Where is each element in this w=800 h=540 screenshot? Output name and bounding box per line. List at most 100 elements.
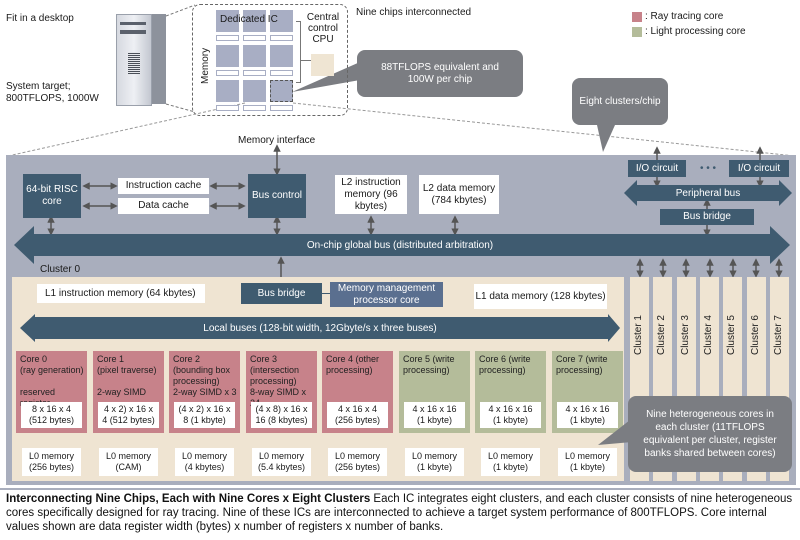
core-3: Core 3 (intersection processing) 8-way S… [246, 351, 317, 433]
central-cpu-label: Central control CPU [306, 12, 340, 45]
memory-bar [270, 35, 293, 41]
guide-line-top [165, 4, 196, 17]
memory-bar [243, 105, 266, 111]
legend-label: : Light processing core [645, 25, 746, 37]
core-7: Core 7 (write processing) 4 x 16 x 16 (1 … [552, 351, 623, 433]
l2-instruction-box: L2 instruction memory (96 kbytes) [335, 175, 407, 214]
l1-instruction-box: L1 instruction memory (64 kbytes) [37, 284, 205, 303]
memory-bar [270, 70, 293, 76]
cpu-connector [296, 21, 301, 83]
core-register-value: 4 x 16 x 16 (1 kbyte) [480, 402, 541, 428]
local-bus-label: Local buses (128-bit width, 12Gbyte/s x … [203, 322, 437, 334]
central-cpu-box [311, 54, 334, 76]
core-register-value: (4 x 8) x 16 x 16 (8 kbytes) [251, 402, 312, 428]
bus-control-box: Bus control [248, 174, 306, 218]
ic-grid [216, 10, 296, 112]
desktop-tower-icon [116, 14, 166, 106]
core-2: Core 2 (bounding box processing) 2-way S… [169, 351, 240, 433]
cluster0-label: Cluster 0 [40, 264, 81, 275]
memory-interface-label: Memory interface [238, 135, 316, 146]
instruction-cache-box: Instruction cache [118, 178, 209, 194]
peripheral-bus-label: Peripheral bus [675, 187, 741, 199]
ic-chip [243, 80, 266, 102]
core-title: Core 2 (bounding box processing) 2-way S… [173, 354, 237, 397]
core-6: Core 6 (write processing)4 x 16 x 16 (1 … [475, 351, 546, 433]
core-register-value: 8 x 16 x 4 (512 bytes) [21, 402, 82, 428]
l0-memory-box: L0 memory (4 kbytes) [175, 448, 234, 476]
data-cache-box: Data cache [118, 198, 209, 214]
caption-title: Interconnecting Nine Chips, Each with Ni… [6, 493, 371, 505]
core-title: Core 4 (other processing) [326, 354, 380, 375]
core-register-value: 4 x 16 x 16 (1 kbyte) [557, 402, 618, 428]
io-circuit-2: I/O circuit [729, 160, 789, 177]
ic-chip [216, 45, 239, 67]
bus-bridge-cluster: Bus bridge [241, 283, 322, 304]
l0-memory-box: L0 memory (256 bytes) [22, 448, 81, 476]
system-target-label: System target; 800TFLOPS, 1000W [6, 81, 99, 105]
dedicated-ic-label: Dedicated IC [220, 14, 278, 25]
risc-core-box: 64-bit RISC core [23, 174, 81, 218]
ic-chip [243, 10, 266, 32]
l0-memory-box: L0 memory (256 bytes) [328, 448, 387, 476]
chip-guide-left [7, 102, 246, 157]
legend-label: : Ray tracing core [645, 10, 724, 22]
local-bus-arrow [20, 314, 620, 342]
figure-caption: Interconnecting Nine Chips, Each with Ni… [6, 492, 796, 534]
ic-chip-highlighted [270, 80, 293, 102]
l0-memory-box: L0 memory (1 kbyte) [481, 448, 540, 476]
memory-bar [216, 105, 239, 111]
core-title: Core 5 (write processing) [403, 354, 455, 375]
l0-memory-box: L0 memory (1 kbyte) [558, 448, 617, 476]
global-bus-arrow [14, 226, 790, 264]
nine-chips-label: Nine chips interconnected [356, 7, 472, 18]
ray-swatch-icon [632, 11, 642, 22]
core-title: Core 1 (pixel traverse) 2-way SIMD [97, 354, 157, 397]
ic-chip [270, 45, 293, 67]
legend-item-ray: : Ray tracing core [632, 9, 746, 24]
light-swatch-icon [632, 26, 642, 37]
peripheral-bus-arrow [624, 180, 792, 206]
memory-bar [216, 70, 239, 76]
l1-data-box: L1 data memory (128 kbytes) [474, 284, 607, 309]
core-register-value: 4 x 16 x 16 (1 kbyte) [404, 402, 465, 428]
global-bus-label: On-chip global bus (distributed arbitrat… [306, 239, 494, 251]
core-title: Core 7 (write processing) [556, 354, 608, 375]
bus-bridge-top: Bus bridge [660, 209, 754, 225]
clusters-callout-pointer [597, 125, 615, 152]
nine-chip-group [192, 4, 348, 116]
l2-data-box: L2 data memory (784 kbytes) [419, 175, 499, 214]
core-register-value: 4 x 2) x 16 x 4 (512 bytes) [98, 402, 159, 428]
ic-chip [270, 10, 293, 32]
memory-bar [270, 105, 293, 111]
ic-chip [216, 10, 239, 32]
zoom-guide-lines [7, 4, 796, 157]
memory-bar [243, 35, 266, 41]
cpu-connector-h [300, 60, 312, 61]
l0-memory-box: L0 memory (CAM) [99, 448, 158, 476]
l0-memory-box: L0 memory (1 kbyte) [405, 448, 464, 476]
chip-callout-pointer [292, 62, 360, 92]
core-4: Core 4 (other processing)4 x 16 x 4 (256… [322, 351, 393, 433]
clusters-callout: Eight clusters/chip [572, 78, 668, 125]
ic-chip [243, 45, 266, 67]
ic-chip [216, 80, 239, 102]
bridge-mmu-link [322, 293, 330, 294]
cores-callout: Nine heterogeneous cores in each cluster… [628, 396, 792, 472]
legend: : Ray tracing core : Light processing co… [632, 9, 746, 39]
io-circuit-1: I/O circuit [628, 160, 686, 177]
legend-item-light: : Light processing core [632, 24, 746, 39]
core-1: Core 1 (pixel traverse) 2-way SIMD 4 x 2)… [93, 351, 164, 433]
memory-bar [243, 70, 266, 76]
caption-rule [0, 488, 800, 490]
core-5: Core 5 (write processing) 4 x 16 x 16 (1 … [399, 351, 470, 433]
chip-callout: 88TFLOPS equivalent and 100W per chip [357, 50, 523, 97]
io-ellipsis: • • • [699, 163, 717, 174]
memory-bar [216, 35, 239, 41]
system-target-line2: 800TFLOPS, 1000W [6, 93, 99, 104]
fit-desktop-label: Fit in a desktop [6, 13, 74, 24]
mmu-core-box: Memory management processor core [330, 282, 443, 307]
system-target-line1: System target; [6, 81, 71, 92]
core-register-value: (4 x 2) x 16 x 8 (1 kbyte) [174, 402, 235, 428]
guide-line-bottom [165, 103, 196, 113]
